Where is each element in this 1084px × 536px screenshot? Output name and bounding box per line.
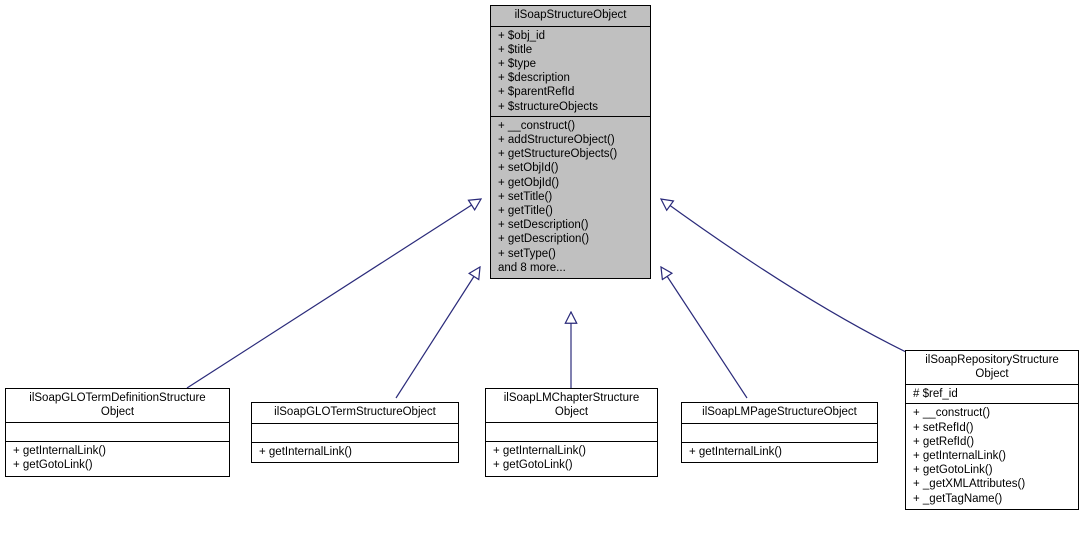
class-title: ilSoapLMPageStructureObject	[682, 403, 877, 424]
method: + __construct()	[498, 119, 576, 132]
method: + getInternalLink()	[493, 445, 587, 458]
method: + setDescription()	[498, 219, 589, 232]
method: + __construct()	[913, 407, 991, 420]
method: + getGotoLink()	[13, 459, 93, 472]
class-title: ilSoapStructureObject	[491, 6, 650, 27]
more-members-label: and 8 more...	[498, 261, 566, 274]
class-node-ilsoapglotermstructureobject[interactable]: ilSoapGLOTermStructureObject + getIntern…	[251, 402, 459, 463]
method: + getInternalLink()	[259, 445, 353, 458]
class-methods: + getInternalLink()	[682, 443, 877, 462]
attribute: + $type	[498, 58, 537, 70]
class-attributes: # $ref_id	[906, 385, 1078, 405]
class-methods: + getInternalLink()	[252, 443, 458, 462]
class-title: ilSoapRepositoryStructure Object	[906, 351, 1078, 386]
method: + getInternalLink()	[689, 445, 783, 458]
method: + setType()	[498, 247, 556, 260]
class-attributes: + $obj_id + $title + $type + $descriptio…	[491, 27, 650, 117]
edge-glo-term-to-root	[395, 267, 480, 399]
class-attributes	[252, 424, 458, 443]
method: + getRefId()	[913, 435, 975, 448]
method: + setTitle()	[498, 190, 553, 203]
class-node-ilsoapstructureobject[interactable]: ilSoapStructureObject + $obj_id + $title…	[490, 5, 651, 280]
edge-repository-to-root	[661, 199, 907, 353]
edge-lm-page-to-root	[661, 267, 748, 399]
attribute: + $title	[498, 43, 533, 56]
class-node-ilsoaplmchapterstructureobject[interactable]: ilSoapLMChapterStructure Object + getInt…	[485, 388, 658, 477]
method: + _getXMLAttributes()	[913, 478, 1026, 491]
method: + getTitle()	[498, 205, 553, 218]
attribute: + $description	[498, 72, 570, 85]
class-attributes	[486, 423, 657, 443]
class-methods: + __construct() + addStructureObject() +…	[491, 117, 650, 278]
method: + getDescription()	[498, 233, 590, 246]
class-methods: + getInternalLink() + getGotoLink()	[486, 442, 657, 475]
class-methods: + __construct() + setRefId() + getRefId(…	[906, 404, 1078, 508]
class-node-ilsoapgloterm-definition-structureobject[interactable]: ilSoapGLOTermDefinitionStructure Object …	[5, 388, 230, 477]
class-methods: + getInternalLink() + getGotoLink()	[6, 442, 229, 475]
class-title: ilSoapGLOTermStructureObject	[252, 403, 458, 424]
attribute: # $ref_id	[913, 388, 958, 401]
attribute: + $obj_id	[498, 29, 545, 42]
method: + setObjId()	[498, 162, 559, 175]
method: + getGotoLink()	[913, 464, 993, 477]
edge-glo-term-definition-to-root	[186, 199, 481, 389]
method: + getGotoLink()	[493, 459, 573, 472]
attribute: + $structureObjects	[498, 100, 599, 113]
method: + addStructureObject()	[498, 134, 615, 147]
method: + getObjId()	[498, 176, 560, 189]
class-node-ilsoaprepositorystructureobject[interactable]: ilSoapRepositoryStructure Object # $ref_…	[905, 350, 1079, 510]
class-title: ilSoapGLOTermDefinitionStructure Object	[6, 389, 229, 424]
method: + getInternalLink()	[13, 445, 107, 458]
method: + getStructureObjects()	[498, 148, 618, 161]
method: + _getTagName()	[913, 492, 1003, 505]
method: + getInternalLink()	[913, 450, 1007, 462]
method: + setRefId()	[913, 421, 974, 434]
attribute: + $parentRefId	[498, 86, 575, 99]
class-attributes	[6, 423, 229, 443]
class-node-ilsoaplmpagestructureobject[interactable]: ilSoapLMPageStructureObject + getInterna…	[681, 402, 878, 463]
class-title: ilSoapLMChapterStructure Object	[486, 389, 657, 424]
class-attributes	[682, 424, 877, 443]
